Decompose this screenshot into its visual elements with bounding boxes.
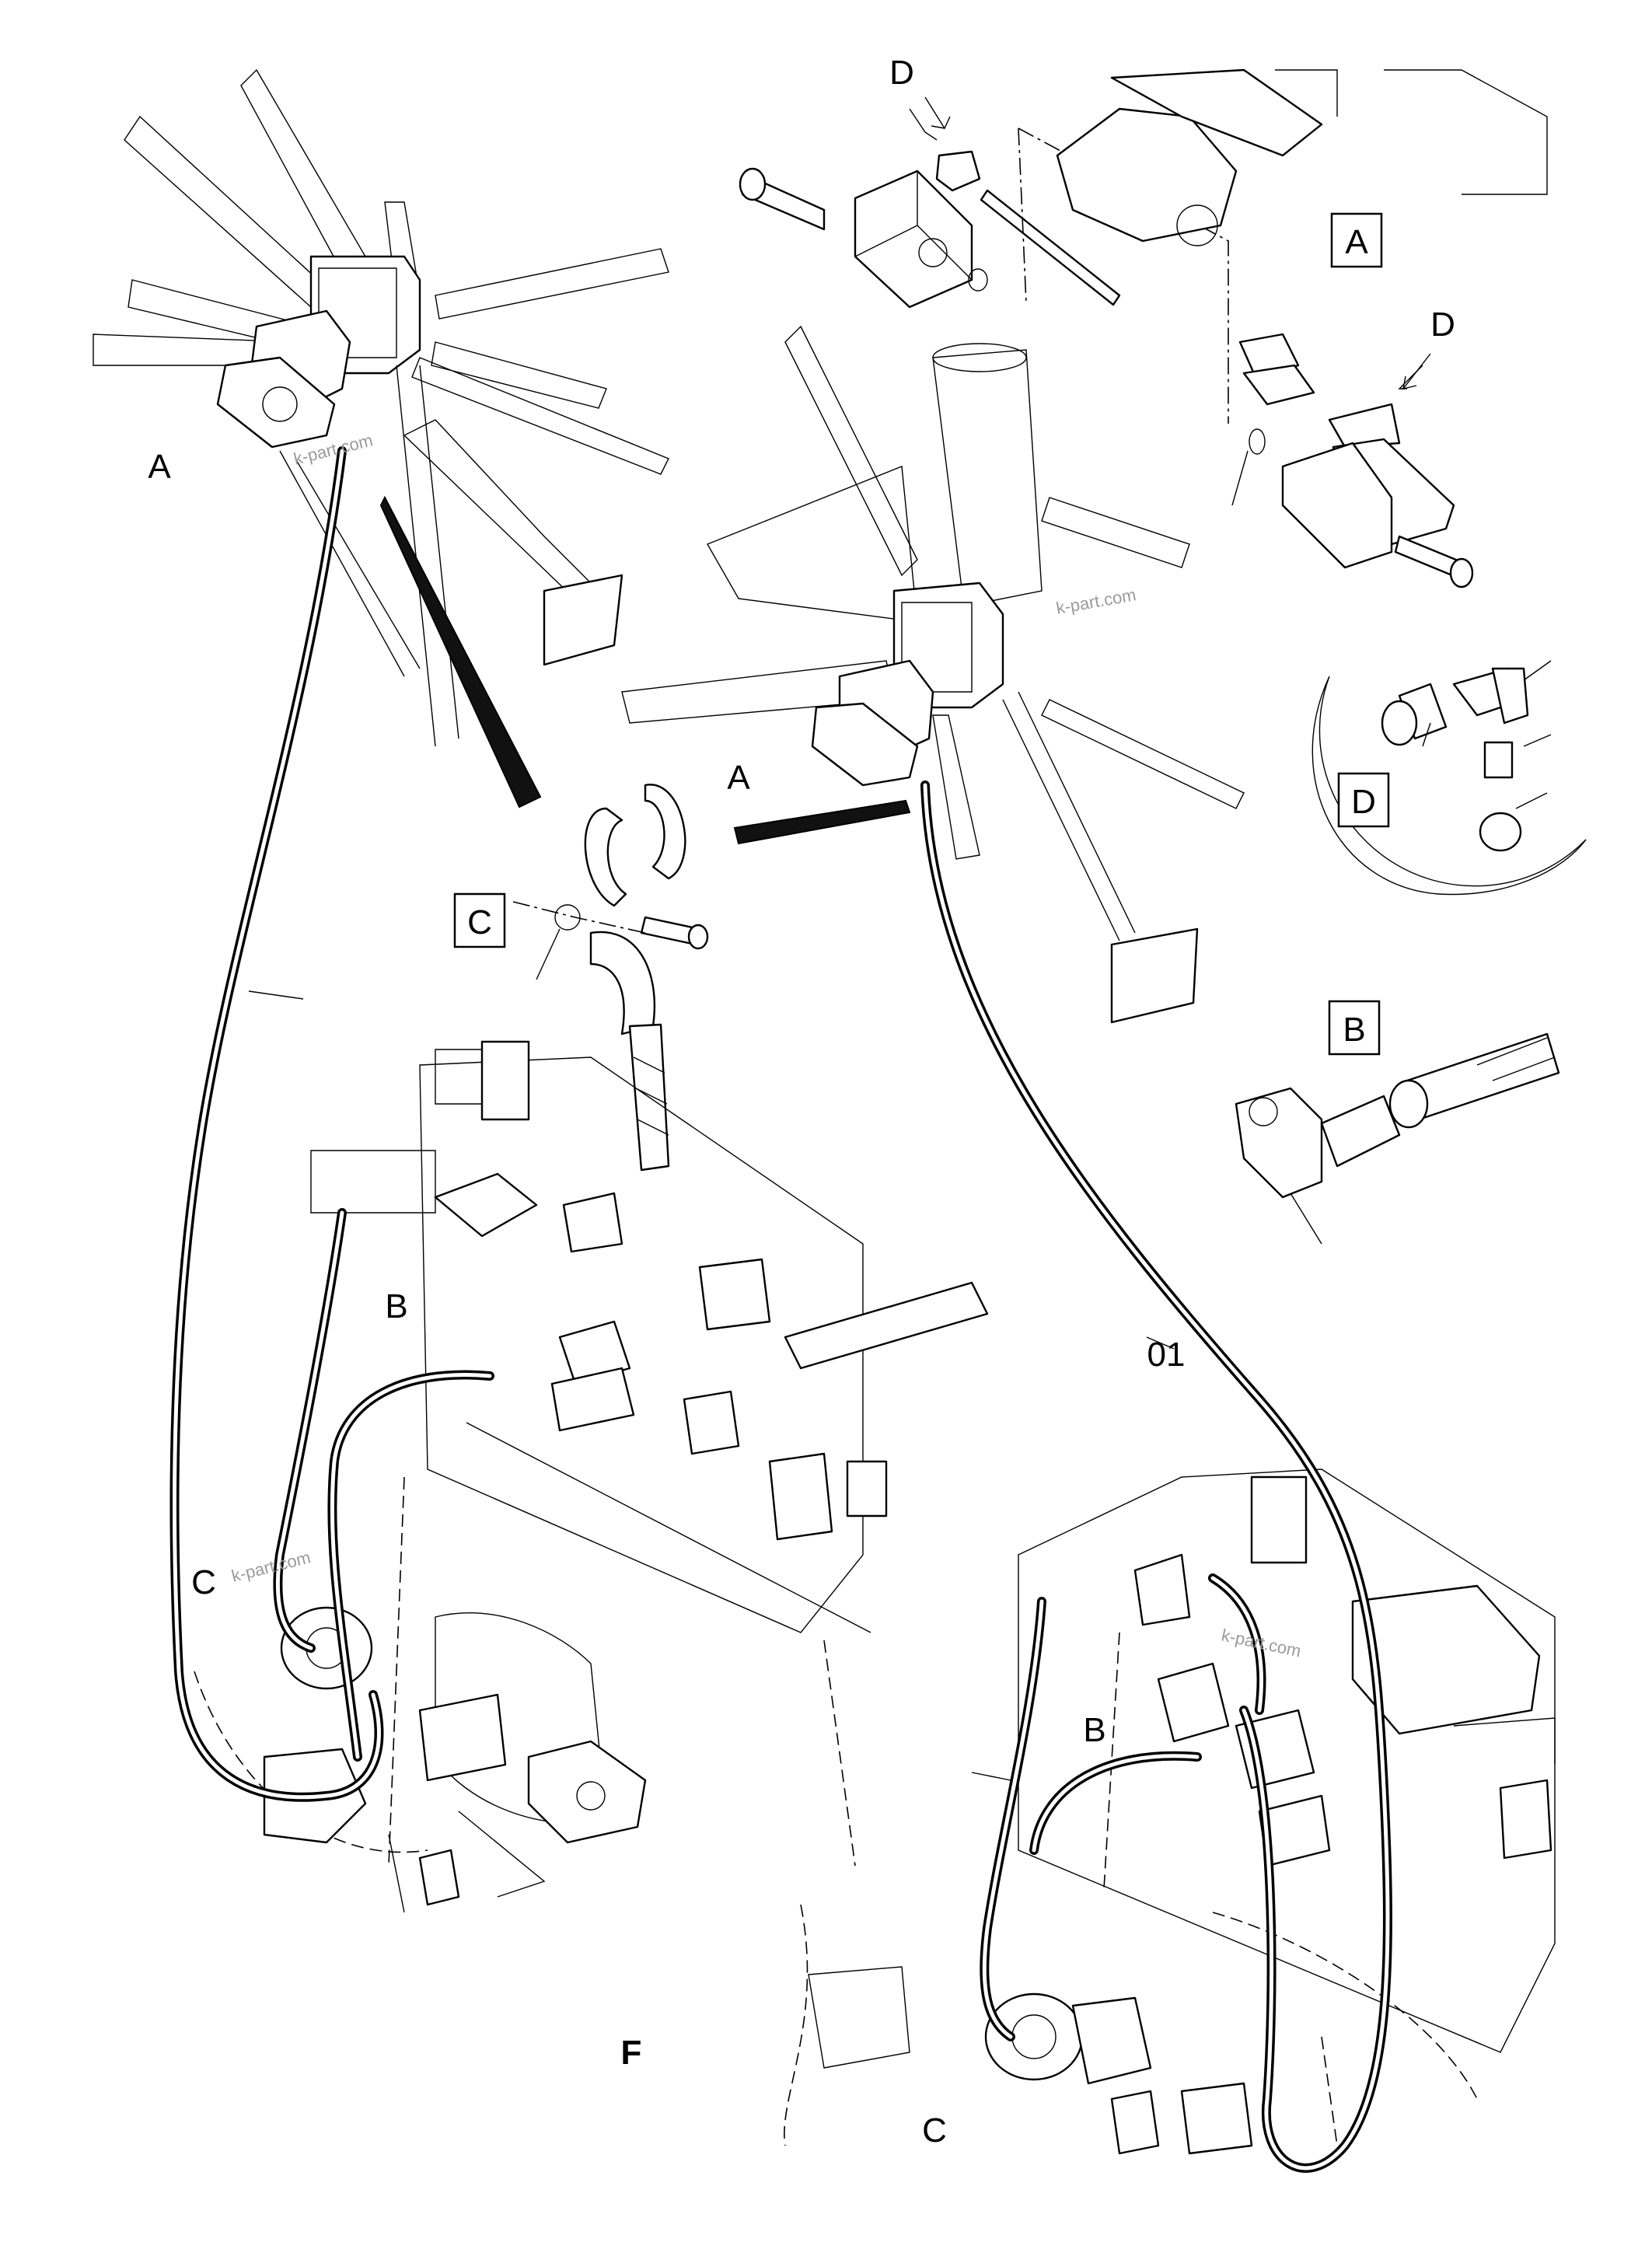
center-fan-assembly — [621, 325, 1245, 1024]
watermark-3: k-part.com — [229, 1547, 313, 1585]
label-b-right: B — [1083, 1711, 1105, 1749]
top-fitting-exploded-view — [739, 68, 1548, 424]
label-d-right: D — [1430, 306, 1455, 344]
detail-c-callout: C — [453, 784, 709, 1172]
d-arrow-indicators — [924, 96, 1431, 390]
detail-b-callout: B — [1235, 1000, 1560, 1245]
label-d-top: D — [889, 54, 914, 92]
left-valve-block — [194, 1040, 989, 1913]
detail-d-callout: D — [1311, 660, 1587, 896]
detail-a-callout: A — [1231, 212, 1474, 588]
detail-d-label: D — [1351, 783, 1376, 821]
left-fan-assembly — [93, 68, 669, 747]
watermarks: k-part.com k-part.com k-part.com k-part.… — [229, 430, 1303, 1661]
detail-a-label: A — [1345, 223, 1368, 261]
label-b-left: B — [385, 1287, 407, 1325]
right-valve-block — [784, 1469, 1556, 2155]
diagram-labels: A A D D B B C C 01 F — [148, 54, 1455, 2150]
label-c-left: C — [191, 1563, 216, 1601]
label-a-left: A — [148, 448, 171, 486]
label-f-mark: F — [621, 2034, 642, 2072]
label-c-right: C — [922, 2111, 947, 2150]
hose-lines — [169, 446, 1392, 2173]
detail-c-label: C — [467, 903, 492, 941]
detail-b-label: B — [1343, 1011, 1365, 1049]
part-number-01: 01 — [1147, 1336, 1186, 1374]
label-a-center: A — [727, 759, 750, 797]
watermark-2: k-part.com — [1055, 585, 1138, 618]
detail-pointer-arrows — [379, 495, 911, 845]
